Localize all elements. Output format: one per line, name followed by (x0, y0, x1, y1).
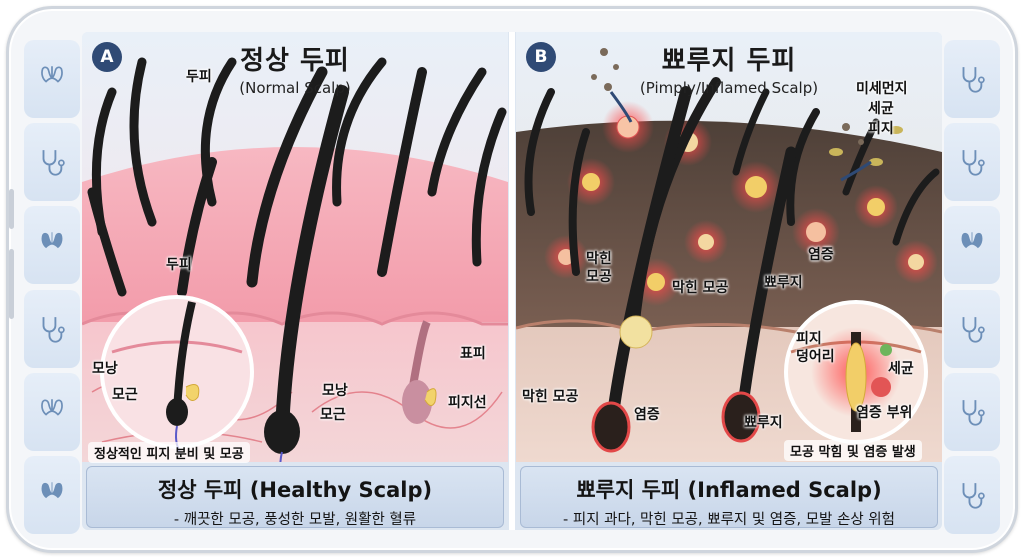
rail-cell (944, 372, 1000, 451)
panel-a-heading: 정상 두피 (Normal Scalp) (82, 40, 508, 97)
label-follicle-main: 모낭 (322, 383, 348, 399)
footer-inflamed-title: 뾰루지 두피 (Inflamed Scalp) (576, 478, 882, 502)
rail-cell (944, 206, 1000, 285)
label-clogged-pore-3: 막힌 모공 (522, 389, 579, 405)
panel-b-heading: 뾰루지 두피 (Pimply/Inflamed Scalp) (516, 40, 942, 97)
footer-normal: 정상 두피 (Healthy Scalp) - 깨끗한 모공, 풍성한 모발, … (86, 466, 504, 528)
stethoscope-icon (962, 400, 985, 426)
label-root-main: 모근 (320, 407, 346, 423)
panel-b-subtitle: (Pimply/Inflamed Scalp) (639, 79, 819, 97)
label-sebum: 피지 (868, 121, 894, 137)
lungs-icon (41, 65, 63, 83)
label-bacteria-inset: 세균 (888, 361, 914, 377)
rail-cell (24, 39, 80, 118)
label-sebum-clump: 피지 덩어리 (796, 331, 835, 365)
volume-down-button[interactable] (9, 249, 14, 319)
rail-cell (944, 39, 1000, 118)
inset-caption-normal: 정상적인 피지 분비 및 모공 (88, 442, 250, 463)
label-sebaceous-gland: 피지선 (448, 395, 487, 411)
label-clogged-pore-2: 막힌 모공 (672, 280, 729, 296)
rail-cell (944, 289, 1000, 368)
left-icon-rail (17, 37, 87, 537)
stethoscope-icon (42, 150, 65, 176)
label-swelling: 염증 부위 (856, 405, 913, 421)
footer-normal-title: 정상 두피 (Healthy Scalp) (157, 478, 433, 502)
label-root-inset: 모근 (112, 387, 138, 403)
lungs-icon (961, 232, 983, 249)
label-pimple-bottom: 뾰루지 (744, 415, 783, 431)
rail-cell (944, 456, 1000, 535)
label-bacteria: 세균 (868, 101, 894, 117)
normal-scalp-illustration (82, 32, 508, 462)
footer-inflamed-description: - 피지 과다, 막힌 모공, 뾰루지 및 염증, 모발 손상 위험 (563, 512, 895, 528)
label-scalp-mid: 두피 (166, 257, 192, 273)
rail-cell (24, 372, 80, 451)
right-icon-rail (937, 37, 1007, 537)
label-clogged-pore-1: 막힌 모공 (586, 251, 612, 285)
panel-b-title: 뾰루지 두피 (661, 46, 797, 76)
rail-cell (24, 122, 80, 201)
lungs-icon (41, 232, 63, 249)
footer-normal-description: - 깨끗한 모공, 풍성한 모발, 원활한 혈류 (173, 512, 417, 528)
rail-cell (24, 206, 80, 285)
panel-a-title: 정상 두피 (240, 46, 350, 76)
normal-scalp-panel: A 정상 두피 (Normal Scalp) 두피 두피 모낭 모근 모낭 모근… (82, 32, 508, 530)
stethoscope-icon (962, 66, 985, 93)
diagram-screen: A 정상 두피 (Normal Scalp) 두피 두피 모낭 모근 모낭 모근… (82, 32, 942, 530)
stethoscope-icon (962, 483, 985, 509)
inflamed-scalp-panel: B 뾰루지 두피 (Pimply/Inflamed Scalp) 미세먼지 세균… (516, 32, 942, 530)
footer-inflamed: 뾰루지 두피 (Inflamed Scalp) - 피지 과다, 막힌 모공, … (520, 466, 938, 528)
label-fine-dust: 미세먼지 (856, 81, 908, 97)
label-pimple-top: 뾰루지 (764, 275, 803, 291)
panel-divider (509, 32, 515, 530)
label-scalp-top: 두피 (186, 69, 212, 85)
stethoscope-icon (962, 150, 985, 176)
stethoscope-icon (42, 316, 65, 343)
lungs-icon (41, 399, 63, 416)
inflamed-scalp-illustration (516, 32, 942, 462)
label-epidermis: 표피 (460, 346, 486, 362)
rail-cell (24, 456, 80, 535)
lungs-icon (41, 482, 63, 499)
panel-a-subtitle: (Normal Scalp) (239, 79, 351, 97)
inset-caption-inflamed: 모공 막힘 및 염증 발생 (784, 440, 922, 461)
volume-up-button[interactable] (9, 189, 14, 229)
panel-a-badge: A (92, 42, 122, 72)
stethoscope-icon (962, 316, 985, 343)
label-follicle-inset: 모낭 (92, 361, 118, 377)
rail-cell (24, 289, 80, 368)
rail-cell (944, 122, 1000, 201)
panel-b-badge: B (526, 42, 556, 72)
label-inflammation-top: 염증 (808, 247, 834, 263)
label-inflammation-mid: 염증 (634, 407, 660, 423)
